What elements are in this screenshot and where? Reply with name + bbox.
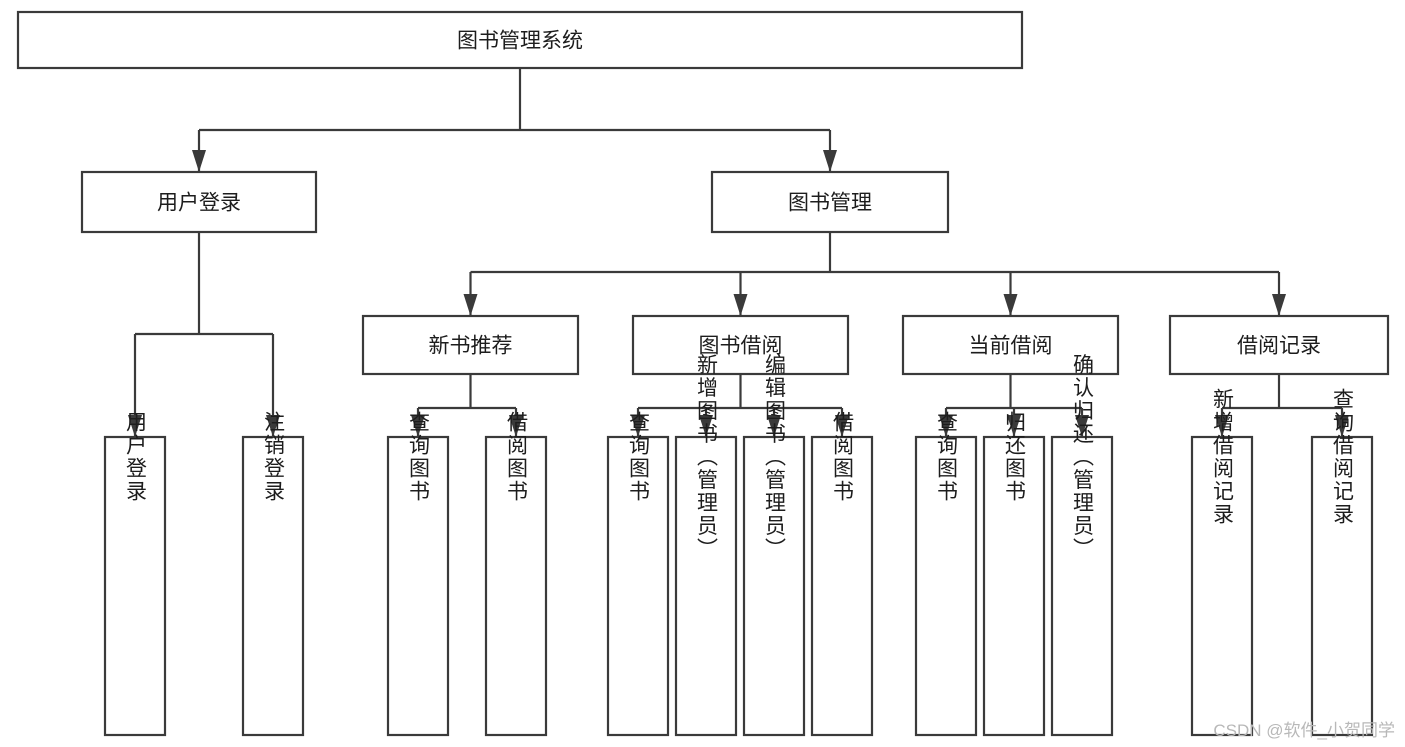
node-book-management[interactable]: 图书管理 [710, 170, 950, 234]
arrow-head-icon [939, 415, 953, 437]
node-label-user-login-action: 用户登录 [124, 411, 148, 503]
node-label-borrow-book-1: 借阅图书 [505, 411, 529, 503]
node-user-login-action[interactable]: 用户登录 [103, 411, 167, 737]
node-box-query-book-1[interactable] [386, 435, 450, 737]
node-box-user-login[interactable] [80, 170, 318, 234]
node-box-current-borrow[interactable] [901, 314, 1120, 376]
arrow-head-icon [463, 294, 478, 316]
node-label-book-management: 图书管理 [788, 192, 872, 215]
node-edit-book-admin[interactable]: 编辑图书（管理员） [742, 354, 806, 737]
node-box-query-borrow-record[interactable] [1310, 435, 1374, 737]
node-box-borrow-book-2[interactable] [810, 435, 874, 737]
node-label-user-login: 用户登录 [157, 192, 241, 215]
arrow-head-icon [835, 415, 849, 437]
node-box-user-login-action[interactable] [103, 435, 167, 737]
node-box-borrow-record[interactable] [1168, 314, 1390, 376]
connector-layer [128, 68, 1349, 437]
node-label-borrow-record: 借阅记录 [1237, 335, 1321, 358]
node-box-add-borrow-record[interactable] [1190, 435, 1254, 737]
node-query-book-2[interactable]: 查询图书 [606, 411, 670, 737]
node-borrow-record[interactable]: 借阅记录 [1168, 314, 1390, 376]
arrow-head-icon [1007, 415, 1021, 437]
arrow-head-icon [128, 415, 142, 437]
node-label-query-book-1: 查询图书 [407, 411, 431, 503]
node-label-query-book-3: 查询图书 [935, 411, 959, 503]
node-box-query-book-3[interactable] [914, 435, 978, 737]
node-confirm-return-admin[interactable]: 确认归还（管理员） [1050, 354, 1114, 737]
arrow-head-icon [823, 150, 837, 172]
node-label-add-book-admin: 新增图书（管理员） [695, 354, 719, 561]
arrow-head-icon [411, 415, 425, 437]
node-label-current-borrow: 当前借阅 [969, 335, 1053, 358]
node-label-new-book-recommend: 新书推荐 [429, 335, 513, 358]
watermark-label: CSDN @软件_小贺同学 [1213, 721, 1395, 740]
node-box-edit-book-admin[interactable] [742, 435, 806, 737]
node-box-add-book-admin[interactable] [674, 435, 738, 737]
node-return-book[interactable]: 归还图书 [982, 411, 1046, 737]
node-label-book-borrow: 图书借阅 [699, 335, 783, 358]
node-box-query-book-2[interactable] [606, 435, 670, 737]
arrow-head-icon [509, 415, 523, 437]
node-box-return-book[interactable] [982, 435, 1046, 737]
node-box-root[interactable] [16, 10, 1024, 70]
node-box-borrow-book-1[interactable] [484, 435, 548, 737]
node-query-borrow-record[interactable]: 查询借阅记录 [1310, 388, 1374, 737]
node-borrow-book-1[interactable]: 借阅图书 [484, 411, 548, 737]
arrow-head-icon [266, 415, 280, 437]
node-box-new-book-recommend[interactable] [361, 314, 580, 376]
node-box-book-borrow[interactable] [631, 314, 850, 376]
node-label-borrow-book-2: 借阅图书 [831, 411, 855, 503]
node-new-book-recommend[interactable]: 新书推荐 [361, 314, 580, 376]
node-query-book-3[interactable]: 查询图书 [914, 411, 978, 737]
node-label-root: 图书管理系统 [457, 30, 583, 53]
arrow-head-icon [1003, 294, 1018, 316]
node-label-return-book: 归还图书 [1003, 411, 1027, 503]
arrow-head-icon [192, 150, 206, 172]
arrow-head-icon [1335, 415, 1349, 437]
arrow-head-icon [1272, 294, 1286, 316]
arrow-head-icon [699, 415, 713, 437]
node-book-borrow[interactable]: 图书借阅 [631, 314, 850, 376]
node-label-user-logout-action: 注销登录 [262, 411, 286, 503]
node-box-user-logout-action[interactable] [241, 435, 305, 737]
node-label-query-book-2: 查询图书 [627, 411, 651, 503]
node-query-book-1[interactable]: 查询图书 [386, 411, 450, 737]
arrow-head-icon [1075, 415, 1089, 437]
node-add-borrow-record[interactable]: 新增借阅记录 [1190, 388, 1254, 737]
node-label-query-borrow-record: 查询借阅记录 [1331, 388, 1355, 526]
node-user-logout-action[interactable]: 注销登录 [241, 411, 305, 737]
node-root[interactable]: 图书管理系统 [16, 10, 1024, 70]
arrow-head-icon [631, 415, 645, 437]
node-label-edit-book-admin: 编辑图书（管理员） [763, 354, 787, 561]
node-user-login[interactable]: 用户登录 [80, 170, 318, 234]
node-layer: 图书管理系统用户登录图书管理用户登录注销登录新书推荐图书借阅当前借阅借阅记录查询… [16, 10, 1390, 737]
arrow-head-icon [767, 415, 781, 437]
arrow-head-icon [733, 294, 748, 316]
node-borrow-book-2[interactable]: 借阅图书 [810, 411, 874, 737]
node-label-add-borrow-record: 新增借阅记录 [1211, 388, 1235, 526]
node-add-book-admin[interactable]: 新增图书（管理员） [674, 354, 738, 737]
node-box-book-management[interactable] [710, 170, 950, 234]
arrow-head-icon [1215, 415, 1229, 437]
node-box-confirm-return-admin[interactable] [1050, 435, 1114, 737]
node-current-borrow[interactable]: 当前借阅 [901, 314, 1120, 376]
node-label-confirm-return-admin: 确认归还（管理员） [1071, 354, 1095, 561]
